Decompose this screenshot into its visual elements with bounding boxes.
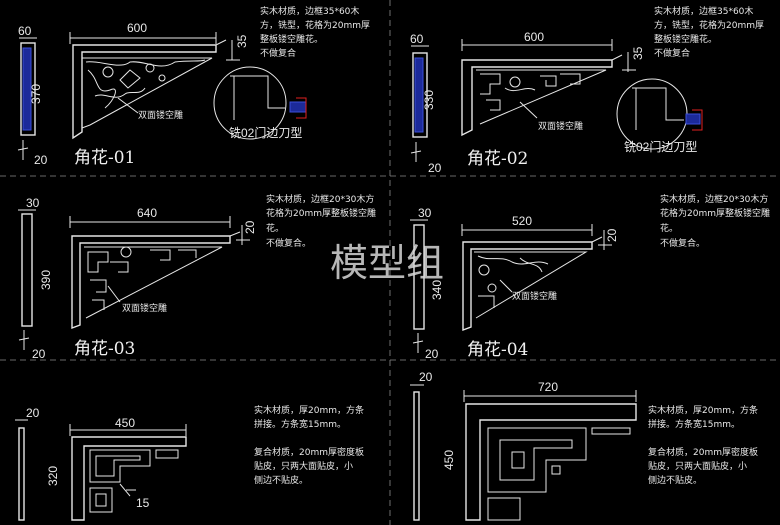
note-line: 侧边不贴皮。 — [254, 474, 308, 486]
note-line: 花格为20mm厚整板镂空雕 — [266, 207, 376, 219]
frame-width-dim: 20 — [419, 370, 433, 384]
note-line: 花格为20mm厚整板镂空雕 — [660, 207, 770, 219]
frame-width-dim: 30 — [418, 206, 432, 220]
panel-title: 角花-04 — [467, 340, 528, 360]
base-dim: 20 — [34, 153, 48, 167]
note-line: 复合材质，20mm厚密度板 — [648, 446, 758, 458]
width-dim: 600 — [524, 30, 544, 44]
panel-title: 角花-03 — [74, 339, 135, 359]
base-dim: 20 — [425, 347, 439, 361]
panel-jiaohua-01: 60 370 20 600 35 双面镂空雕 铣02门边刀型 实 — [17, 5, 370, 168]
height-dim: 390 — [39, 270, 53, 290]
height-dim: 450 — [442, 450, 456, 470]
note-line: 方，铣型，花格为20mm厚 — [260, 19, 370, 31]
note-line: 贴皮，只两大面贴皮，小 — [254, 460, 353, 472]
note-line: 花。 — [266, 222, 284, 234]
panel-jiaohua-02: 60 330 20 600 35 双面镂空雕 铣02门边刀型 实木材质，边框35… — [410, 5, 764, 175]
note-line: 实木材质，边框20*30木方 — [266, 193, 374, 205]
height-dim: 320 — [46, 466, 60, 486]
note-line: 不做复合。 — [660, 237, 705, 249]
corner-dim: 20 — [243, 220, 257, 234]
frame-width-dim: 30 — [26, 196, 40, 210]
frame-width-dim: 60 — [410, 32, 424, 46]
carving-label: 双面镂空雕 — [122, 302, 167, 314]
height-dim: 330 — [422, 90, 436, 110]
width-dim: 450 — [115, 416, 135, 430]
detail-label: 铣02门边刀型 — [229, 125, 302, 140]
panel-title: 角花-02 — [467, 149, 528, 169]
corner-dim: 35 — [631, 46, 645, 60]
width-dim: 720 — [538, 380, 558, 394]
height-dim: 340 — [430, 280, 444, 300]
note-line: 拼接。方条宽15mm。 — [254, 418, 346, 430]
note-line: 贴皮，只两大面贴皮，小 — [648, 460, 747, 472]
carving-label: 双面镂空雕 — [512, 290, 557, 302]
note-line: 实木材质，边框35*60木 — [654, 5, 753, 17]
frame-width-dim: 60 — [18, 24, 32, 38]
panel-title: 角花-01 — [74, 148, 135, 168]
note-line: 整板镂空雕花。 — [654, 33, 717, 45]
note-line: 方，铣型，花格为20mm厚 — [654, 19, 764, 31]
note-line: 复合材质，20mm厚密度板 — [254, 446, 364, 458]
note-line: 花。 — [660, 222, 678, 234]
note-line: 侧边不贴皮。 — [648, 474, 702, 486]
note-line: 实木材质，厚20mm，方条 — [254, 404, 364, 416]
note-line: 不做复合 — [654, 47, 690, 59]
base-dim: 20 — [428, 161, 442, 175]
width-dim: 520 — [512, 214, 532, 228]
corner-dim: 35 — [235, 34, 249, 48]
carving-label: 双面镂空雕 — [138, 109, 183, 121]
width-dim: 600 — [127, 21, 147, 35]
note-line: 拼接。方条宽15mm。 — [648, 418, 740, 430]
detail-label: 铣02门边刀型 — [624, 139, 697, 154]
panel-lattice-06: 20 450 720 实木材质，厚20mm，方条 拼接。方条宽15mm。 复合材… — [410, 370, 758, 521]
note-line: 实木材质，厚20mm，方条 — [648, 404, 758, 416]
note-line: 整板镂空雕花。 — [260, 33, 323, 45]
corner-dim: 20 — [605, 228, 619, 242]
note-line: 实木材质，边框20*30木方 — [660, 193, 768, 205]
panel-jiaohua-04: 30 340 20 520 20 双面镂空雕 实木材质，边框20*30木方 花格… — [410, 193, 770, 361]
panel-jiaohua-03: 30 390 20 640 20 双面镂空雕 实木材质，边框20*30木方 花格… — [18, 193, 376, 361]
note-line: 实木材质，边框35*60木 — [260, 5, 359, 17]
carving-label: 双面镂空雕 — [538, 120, 583, 132]
width-dim: 640 — [137, 206, 157, 220]
panel-lattice-05: 20 320 450 15 实木材质，厚20mm，方条 拼接。方条宽15mm。 … — [15, 404, 364, 521]
strip-dim: 15 — [136, 496, 150, 510]
note-line: 不做复合 — [260, 47, 296, 59]
watermark-text: 模型组 — [330, 241, 444, 285]
base-dim: 20 — [32, 347, 46, 361]
frame-width-dim: 20 — [26, 406, 40, 420]
note-line: 不做复合。 — [266, 237, 311, 249]
height-dim: 370 — [29, 84, 43, 104]
